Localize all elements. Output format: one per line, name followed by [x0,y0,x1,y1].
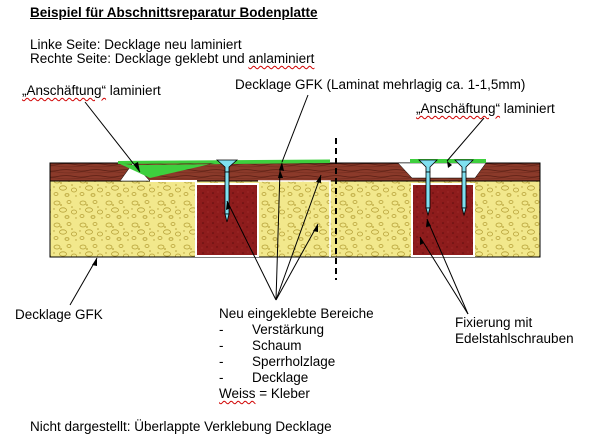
leader-left-scarf [84,101,141,173]
new-areas-item-text: Sperrholzlage [252,354,336,369]
description-line-2: Rechte Seite: Decklage geklebt und anlam… [30,51,314,67]
glue-line-mid [258,180,331,257]
label-top-gfk: Decklage GFK (Laminat mehrlagig ca. 1-1,… [235,77,526,92]
leader-fix-1 [419,236,469,315]
right-screw-1 [418,159,438,217]
new-areas-item-text: Schaum [252,338,302,353]
glue-line-left [150,180,197,257]
label-fixation-line-2: Edelstahlschrauben [455,331,574,346]
list-dash: - [219,354,224,369]
new-areas-footer: Weiss = Kleber [219,386,374,402]
right-screw-2 [454,159,474,217]
leader-new-3 [275,174,322,301]
leader-new-2 [275,169,281,301]
label-bottom-gfk: Decklage GFK [15,307,103,322]
label-right-scarf: „Anschäftung“ laminiert [416,101,555,117]
new-areas-item: - Verstärkung [219,322,374,338]
leader-new-4 [275,223,319,301]
diagram-title: Beispiel für Abschnittsreparatur Bodenpl… [30,5,318,20]
description-line-2-squiggly: anlaminiert [248,51,315,66]
label-left-scarf: „Anschäftung“ laminiert [22,83,161,99]
list-dash: - [219,322,224,337]
new-areas-item: - Sperrholzlage [219,354,374,370]
label-right-scarf-word: „Anschäftung“ [416,101,501,116]
new-areas-item-text: Verstärkung [252,322,325,337]
footnote: Nicht dargestellt: Überlappte Verklebung… [30,419,332,434]
green-laminate-right [410,159,486,163]
new-areas-block: Neu eingeklebte Bereiche - Verstärkung - S… [219,306,374,402]
leader-lines [69,94,485,315]
new-areas-footer-word: Weiss [219,386,256,401]
right-scarf [397,162,487,179]
leader-fix-2 [426,218,469,315]
description-line-1: Linke Seite: Decklage neu laminiert [30,37,242,52]
leader-top-gfk-1 [281,94,309,163]
list-dash: - [219,338,224,353]
new-areas-heading: Neu eingeklebte Bereiche [219,306,374,321]
leader-right-scarf [446,117,485,162]
new-areas-footer-rest: = Kleber [255,386,310,401]
leader-bottom-gfk [69,257,98,306]
list-dash: - [219,370,224,385]
leader-new-1 [226,200,277,301]
new-areas-item-text: Decklage [252,370,309,385]
arrowheads [92,161,452,266]
description-line-2-text: Rechte Seite: Decklage geklebt und [30,51,249,66]
label-right-scarf-rest: laminiert [500,101,555,116]
new-areas-item: - Schaum [219,338,374,354]
label-fixation-line-1: Fixierung mit [455,315,533,330]
left-screw [215,159,239,223]
label-left-scarf-rest: laminiert [106,83,161,98]
label-left-scarf-word: „Anschäftung“ [22,83,107,98]
new-areas-item: - Decklage [219,370,374,386]
